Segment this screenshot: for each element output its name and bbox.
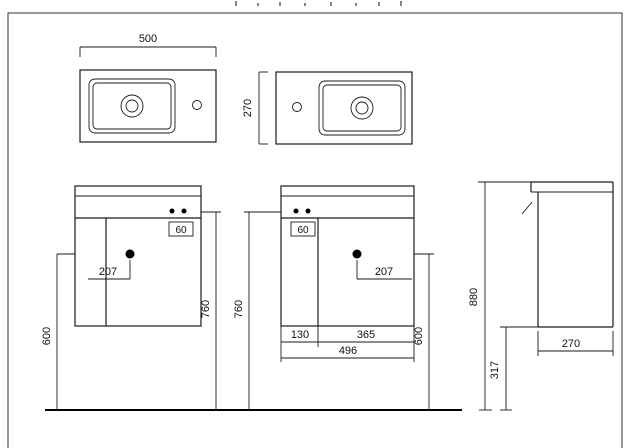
plan-view-left: 500 [79,33,217,143]
dim-500-label: 500 [139,33,157,45]
label-box [290,221,316,237]
door-knob [125,249,135,259]
tap-hole-dot [169,208,175,214]
plan-view-right: 270 [242,71,413,145]
dim-side-bottom-clearance: 317 [489,326,538,411]
tap-hole-dot [305,208,311,214]
front-view-left: 60 207 [74,185,202,327]
dim-plan-left-width: 500 [79,33,217,57]
dim-right-knob-height: 600 [413,253,434,410]
dim-left-knob-height: 600 [41,253,75,410]
drain-outer-circle [350,96,374,120]
drain-inner-circle [125,99,139,113]
dim-side-total-height: 880 [468,181,531,411]
cabinet-outline [280,185,415,327]
dim-left-hole-offset: 60 [168,221,194,237]
basin-outer-outline [318,80,406,136]
dim-right-widths: 130 365 496 [280,326,415,362]
dim-130-label: 130 [291,329,309,341]
dim-600-label: 600 [41,327,53,345]
drain-inner-circle [355,101,369,115]
cropped-title-fragments [235,1,402,6]
dim-207-label: 207 [375,266,393,278]
dim-880-label: 880 [468,288,480,306]
leader-tick [521,201,533,215]
frame-border [7,12,623,448]
dim-365-label: 365 [357,329,375,341]
dim-60-label: 60 [297,225,309,236]
dim-317-label: 317 [489,361,501,379]
side-view: 270 [521,181,614,356]
countertop-outline [275,71,413,145]
front-view-right: 60 207 130 365 496 [280,185,415,362]
dim-right-knob-offset: 207 [356,260,412,280]
dim-plan-right-depth: 270 [242,71,268,145]
dim-right-counter-height: 760 [233,211,281,410]
basin-inner-outline [92,82,172,130]
dim-right-hole-offset: 60 [290,221,316,237]
countertop-outline [79,69,217,143]
tap-hole-circle [292,102,302,112]
door-knob [352,249,362,259]
tap-hole-dot [181,208,187,214]
dim-60-label: 60 [175,225,187,236]
dim-600-label: 600 [413,327,425,345]
sheet-frame [7,12,623,448]
label-box [168,221,194,237]
dim-270-label: 270 [562,338,580,350]
drain-outer-circle [120,94,144,118]
basin-outer-outline [88,78,176,134]
tap-hole-dot [293,208,299,214]
dim-left-counter-height: 760 [200,211,221,410]
dim-760-label: 760 [233,300,245,318]
dim-760-label: 760 [200,300,212,318]
cabinet-outline [74,185,202,327]
dim-496-label: 496 [339,345,357,357]
dim-left-knob-offset: 207 [88,260,131,280]
dim-207-label: 207 [99,266,117,278]
tap-hole-circle [192,100,202,110]
basin-inner-outline [322,84,402,132]
dim-side-depth: 270 [537,331,614,356]
dim-270-label: 270 [242,99,254,117]
